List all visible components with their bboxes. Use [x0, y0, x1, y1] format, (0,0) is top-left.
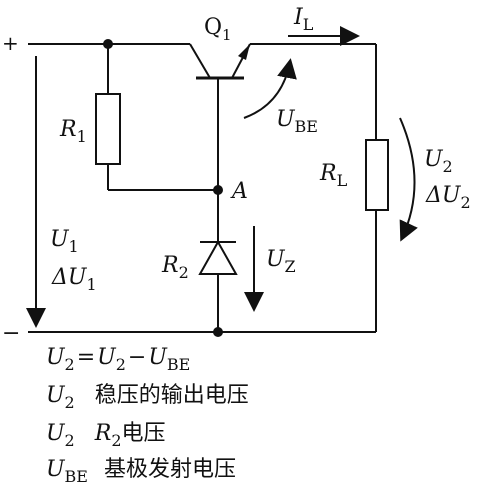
zener-triangle: [198, 239, 238, 275]
r1-label: R1: [59, 117, 87, 146]
delta-u2-label: ΔU2: [425, 183, 471, 212]
legend-line-1: U2=U2−UBE: [46, 345, 190, 374]
u1-label: U1: [50, 227, 79, 256]
delta-u1-label: ΔU1: [51, 265, 97, 294]
junction-dot-top: [103, 39, 113, 49]
plus-terminal: +: [2, 31, 19, 55]
ube-arrow: [243, 58, 297, 119]
resistor-r1: [95, 93, 121, 165]
ube-label: UBE: [276, 107, 318, 136]
load-resistor: [365, 139, 389, 211]
uz-label: UZ: [266, 247, 296, 276]
rl-label: RL: [319, 161, 348, 190]
junction-dot-a: [213, 185, 223, 195]
r2-label: R2: [161, 253, 189, 282]
u2-label: U2: [424, 147, 453, 176]
junction-dot-bottom: [213, 327, 223, 337]
u2-arrow: [399, 117, 418, 242]
il-label: IL: [293, 5, 314, 34]
minus-terminal: −: [2, 321, 20, 346]
q1-label: Q1: [204, 15, 232, 44]
transistor-collector: [189, 43, 211, 79]
node-a-label: A: [230, 179, 248, 204]
emitter-arrow: [238, 44, 250, 60]
